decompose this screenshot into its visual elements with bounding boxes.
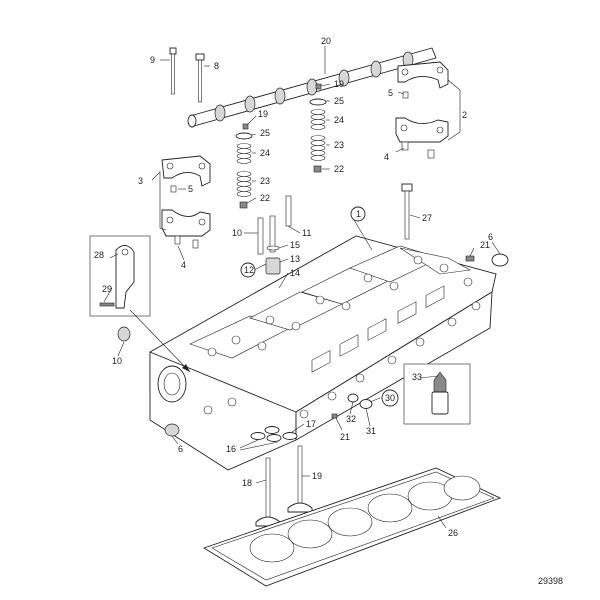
dowel-pin-left-a xyxy=(174,235,181,245)
bearing-cap-left-upper xyxy=(161,155,211,187)
callout-33: 32 xyxy=(346,414,356,424)
sleeve-right xyxy=(402,91,409,99)
callout-6-front: 6 xyxy=(178,444,183,454)
bearing-cap-right-lower xyxy=(395,117,449,143)
head-bolt xyxy=(401,183,413,240)
callout-circle-31 xyxy=(381,389,399,407)
callout-10-left: 10 xyxy=(232,228,242,238)
valve-guides xyxy=(257,195,292,255)
callout-19-left: 19 xyxy=(258,109,268,119)
banjo-seal xyxy=(347,393,359,403)
plug-front xyxy=(164,423,180,437)
callout-23-right: 23 xyxy=(334,140,344,150)
flange-screw xyxy=(195,53,205,103)
callout-24-left: 24 xyxy=(260,148,270,158)
dowel-pin-right-a xyxy=(401,141,409,151)
callout-31: 30 xyxy=(385,393,395,403)
lifting-eye-inset xyxy=(89,235,191,373)
callout-23-left: 23 xyxy=(260,176,270,186)
callout-21: 21 xyxy=(340,432,350,442)
callout-17: 18 xyxy=(242,478,252,488)
bearing-cap-left-lower xyxy=(161,209,211,237)
callout-25-left: 25 xyxy=(260,128,270,138)
exhaust-valve xyxy=(287,445,313,513)
callout-19-right: 19 xyxy=(334,79,344,89)
callout-29: 28 xyxy=(94,250,104,260)
valve-spring-assembly-left xyxy=(235,123,253,209)
callout-5-right: 5 xyxy=(388,88,393,98)
valve-spring-assembly-right xyxy=(309,83,327,173)
bearing-cap-right-upper xyxy=(397,61,449,89)
screw-small xyxy=(465,255,475,262)
leader-lines xyxy=(103,46,501,529)
long-screw xyxy=(169,47,177,95)
callout-13: 14 xyxy=(290,268,300,278)
callout-24-right: 24 xyxy=(334,115,344,125)
callout-27: 26 xyxy=(448,528,458,538)
callout-9: 10 xyxy=(112,356,122,366)
inlet-valve xyxy=(255,457,281,527)
part-callouts: 20 9 8 5 2 4 19 25 24 23 22 19 25 24 23 … xyxy=(94,36,563,586)
callout-26: 20 xyxy=(321,36,331,46)
callout-1: 1 xyxy=(356,209,361,219)
callout-20: 21 xyxy=(480,240,490,250)
sealing-washer xyxy=(359,399,373,409)
drawing-number: 29398 xyxy=(538,576,563,586)
sleeve-left xyxy=(170,185,177,193)
sealing-plug xyxy=(117,326,131,342)
callout-6-rear: 6 xyxy=(488,232,493,242)
callout-30: 29 xyxy=(102,284,112,294)
stud xyxy=(331,413,338,419)
callout-7: 8 xyxy=(214,61,219,71)
callout-11: 12 xyxy=(244,265,254,275)
callout-3: 3 xyxy=(138,176,143,186)
callout-14: 15 xyxy=(290,240,300,250)
callout-34: 33 xyxy=(412,372,422,382)
callout-4-left: 4 xyxy=(181,260,186,270)
callout-circle-11 xyxy=(240,262,256,278)
callout-22-right: 22 xyxy=(334,164,344,174)
callout-32: 31 xyxy=(366,426,376,436)
callout-circle-1 xyxy=(350,206,366,222)
callout-4-right: 4 xyxy=(384,152,389,162)
dowel-pin-right-b xyxy=(427,149,435,159)
callout-28: 27 xyxy=(422,213,432,223)
sealant-kit-box xyxy=(403,363,471,425)
callout-12: 13 xyxy=(290,254,300,264)
callout-10-right: 11 xyxy=(302,228,311,238)
cylinder-head xyxy=(149,235,497,471)
cylinder-head-gasket xyxy=(202,467,502,587)
camshaft xyxy=(187,47,437,128)
dowel-pin-left-b xyxy=(192,239,199,249)
callout-18: 19 xyxy=(312,471,322,481)
callout-8: 9 xyxy=(150,55,155,65)
callout-22-left: 22 xyxy=(260,193,270,203)
plug-rear xyxy=(491,253,509,267)
valve-seats xyxy=(250,426,298,442)
callout-2: 2 xyxy=(462,110,467,120)
callout-16: 17 xyxy=(306,419,316,429)
callout-15: 16 xyxy=(226,444,236,454)
callout-5-left: 5 xyxy=(188,184,193,194)
callout-25-right: 25 xyxy=(334,96,344,106)
